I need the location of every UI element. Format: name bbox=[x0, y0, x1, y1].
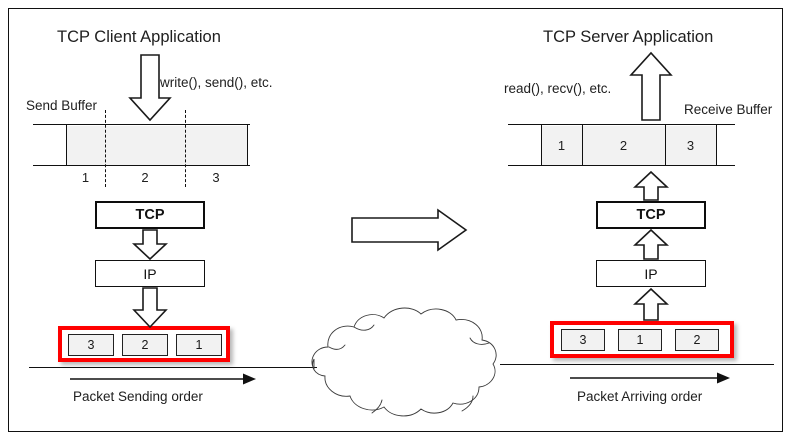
send-buffer-dashed-2 bbox=[185, 110, 186, 187]
client-wire bbox=[29, 367, 317, 368]
server-packet-1: 3 bbox=[561, 329, 605, 351]
packet-sending-order-label: Packet Sending order bbox=[73, 389, 203, 404]
send-buffer-divider-left bbox=[66, 124, 67, 166]
send-buffer-segment-2: 2 bbox=[141, 170, 149, 185]
server-wire bbox=[500, 364, 774, 365]
client-packet-2: 2 bbox=[122, 334, 168, 356]
receive-buffer-divider-0 bbox=[541, 124, 542, 166]
receive-buffer bbox=[508, 124, 735, 166]
server-title: TCP Server Application bbox=[543, 28, 714, 46]
diagram-frame bbox=[8, 8, 783, 432]
server-api-call-label: read(), recv(), etc. bbox=[504, 81, 612, 96]
receive-buffer-divider-2 bbox=[665, 124, 666, 166]
send-buffer bbox=[33, 124, 250, 166]
receive-buffer-divider-3 bbox=[716, 124, 717, 166]
send-buffer-divider-right bbox=[247, 124, 248, 166]
receive-buffer-segment-1: 1 bbox=[557, 138, 566, 153]
send-buffer-label: Send Buffer bbox=[26, 98, 98, 113]
client-ip-box: IP bbox=[95, 260, 205, 287]
server-packet-2: 1 bbox=[618, 329, 662, 351]
server-packet-3: 2 bbox=[675, 329, 719, 351]
client-packet-1: 3 bbox=[68, 334, 114, 356]
send-buffer-dashed-1 bbox=[105, 110, 106, 187]
send-buffer-segment-1: 1 bbox=[81, 170, 90, 185]
send-buffer-fill bbox=[66, 125, 247, 165]
client-api-call-label: write(), send(), etc. bbox=[160, 75, 273, 90]
receive-buffer-segment-3: 3 bbox=[686, 138, 695, 153]
packet-arriving-order-label: Packet Arriving order bbox=[577, 389, 703, 404]
receive-buffer-divider-1 bbox=[582, 124, 583, 166]
receive-buffer-label: Receive Buffer bbox=[684, 102, 773, 117]
receive-buffer-segment-2: 2 bbox=[619, 138, 628, 153]
send-buffer-segment-3: 3 bbox=[212, 170, 220, 185]
server-tcp-box: TCP bbox=[596, 201, 706, 229]
client-title: TCP Client Application bbox=[57, 28, 221, 46]
server-ip-box: IP bbox=[596, 260, 706, 287]
receive-buffer-fill bbox=[541, 125, 716, 165]
client-tcp-box: TCP bbox=[95, 201, 205, 229]
client-packet-3: 1 bbox=[176, 334, 222, 356]
